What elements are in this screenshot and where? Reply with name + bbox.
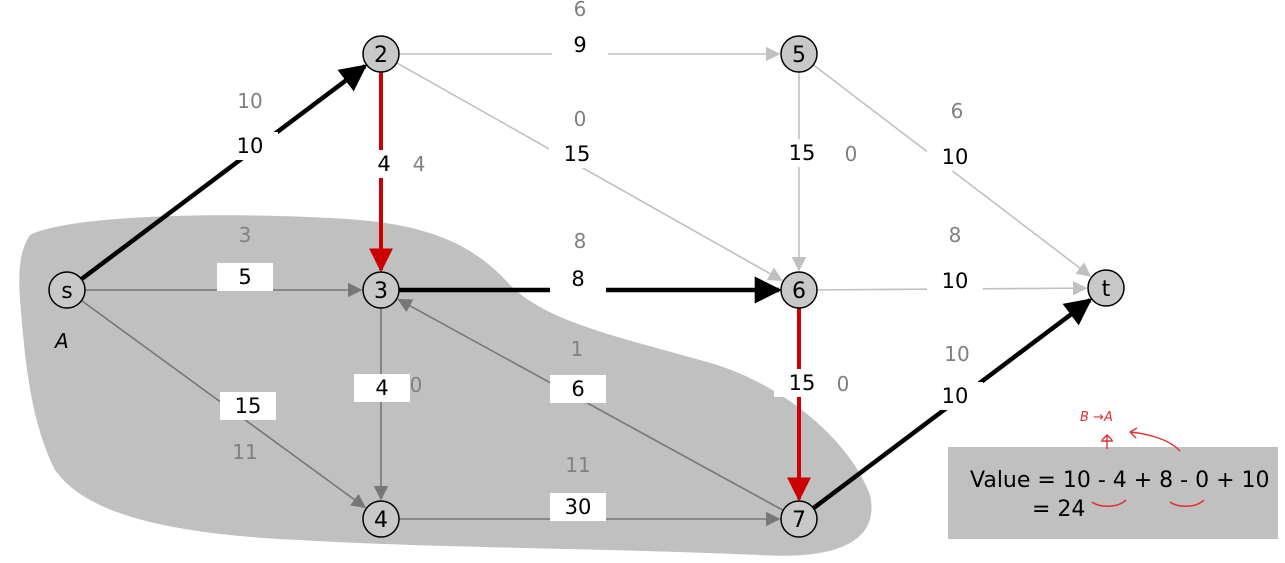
edge-flow-6-7: 0 [837,372,850,396]
node-circle-s [48,271,86,309]
node-circle-3 [362,271,400,309]
cut-set-region [19,215,872,556]
edge-capacity-2-6: 15 [564,142,591,166]
annotation-arrow-up-icon [1101,434,1113,449]
edge-label-gap-2-3 [356,150,412,178]
edge-flow-7-t: 10 [944,342,969,366]
cut-set-label: A [53,329,69,353]
edge-flow-6-t: 8 [949,223,962,247]
edge-flow-7-3: 1 [571,337,584,361]
edge-label-gap-5-6 [774,139,830,167]
edge-capacity-4-7: 30 [565,495,592,519]
edge-capacity-7-t: 10 [942,384,969,408]
edge-label-gap-s-4 [220,392,276,420]
edge-7-3 [397,298,784,512]
node-circle-2 [362,35,400,73]
edge-label-gap-7-3 [550,375,606,403]
annotation-underline-4 [1091,499,1127,507]
edge-capacity-s-3: 5 [238,265,251,289]
edge-flow-4-7: 11 [565,453,590,477]
edge-capacity-6-7: 15 [789,371,816,395]
edge-flow-s-2: 10 [237,89,262,113]
edge-label-gap-6-7 [774,369,830,397]
node-circle-6 [780,271,818,309]
node-7: 7 [780,500,818,538]
node-5: 5 [780,35,818,73]
edge-capacity-s-2: 10 [237,134,264,158]
node-6: 6 [780,271,818,309]
edge-capacity-6-t: 10 [942,269,969,293]
value-box [948,447,1278,539]
edge-flow-2-3: 4 [413,152,426,176]
node-layer: s 2 3 4 5 6 7 t [48,35,1125,538]
value-line-1: Value = 10 - 4 + 8 - 0 + 10 [970,468,1270,493]
handwritten-note: B →A [1080,410,1113,425]
edge-capacity-3-4: 4 [375,376,388,400]
edge-flow-s-3: 3 [239,223,252,247]
node-circle-5 [780,35,818,73]
edge-label-gap-3-6 [550,265,606,293]
node-label-5: 5 [792,43,806,68]
node-label-6: 6 [792,279,806,304]
edge-flow-5-6: 0 [845,142,858,166]
edge-label-gap-6-t [927,267,983,295]
edge-label-gap-2-5 [552,31,608,59]
edge-label-gap-3-4 [354,374,410,402]
node-label-s: s [61,279,72,304]
annotation-underline-0 [1169,499,1205,507]
edge-flow-3-4: 0 [410,373,423,397]
edge-capacity-5-6: 15 [789,141,816,165]
node-label-7: 7 [792,508,806,533]
edge-label-gap-4-7 [550,493,606,521]
node-label-2: 2 [374,43,388,68]
edge-capacity-2-3: 4 [377,152,390,176]
node-label-3: 3 [374,279,388,304]
node-4: 4 [362,500,400,538]
node-3: 3 [362,271,400,309]
edge-capacity-s-4: 15 [235,394,262,418]
value-line-2: = 24 [1032,497,1085,522]
node-circle-4 [362,500,400,538]
edge-flow-3-6: 8 [574,229,587,253]
edge-flow-2-6: 0 [574,107,587,131]
edge-capacity-7-3: 6 [571,377,584,401]
edge-capacity-2-5: 9 [573,33,586,57]
node-label-t: t [1102,277,1111,302]
edge-label-gap-s-3 [217,263,273,291]
edge-s-2 [80,64,368,281]
edge-flow-2-5: 6 [574,0,587,21]
edge-capacity-5-t: 10 [942,145,969,169]
edge-flow-5-t: 6 [951,99,964,123]
node-t: t [1087,269,1125,307]
edge-label-gap-5-t [927,143,983,171]
node-2: 2 [362,35,400,73]
node-circle-7 [780,500,818,538]
annotation-arrow-curve-icon [1129,427,1181,452]
node-label-4: 4 [374,508,388,533]
edge-flow-s-4: 11 [232,440,257,464]
node-circle-t [1087,269,1125,307]
edge-label-gap-s-2 [222,132,278,160]
edge-capacity-3-6: 8 [571,267,584,291]
node-s: s [48,271,86,309]
edge-2-6 [396,62,783,281]
edge-label-gap-7-t [927,382,983,410]
edge-label-gap-2-6 [549,140,605,168]
